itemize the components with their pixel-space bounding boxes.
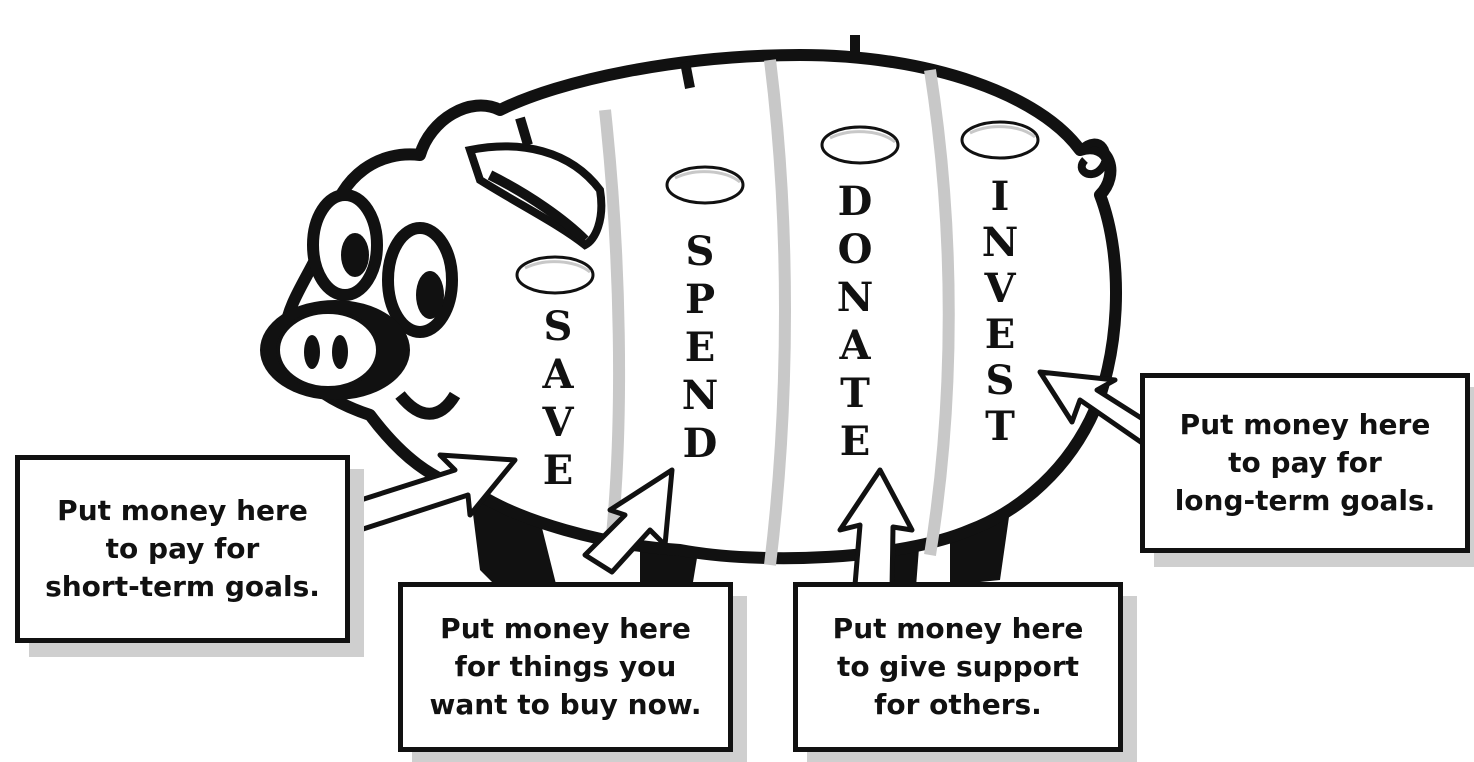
callout-save: Put money here to pay for short-term goa…	[15, 455, 350, 643]
jar-letter: A	[838, 322, 871, 369]
jar-letter: N	[682, 372, 719, 419]
jar-letter: D	[838, 178, 873, 225]
callout-donate: Put money here to give support for other…	[793, 582, 1123, 752]
jar-letter: E	[685, 324, 716, 371]
jar-letter: E	[840, 418, 871, 465]
jar-letter: A	[541, 351, 574, 398]
jar-letter: N	[837, 274, 874, 321]
jar-letter: D	[683, 420, 718, 467]
callout-save-text: Put money here to pay for short-term goa…	[45, 492, 320, 606]
callout-invest-text: Put money here to pay for long-term goal…	[1175, 406, 1436, 520]
jar-letter: V	[541, 399, 574, 446]
callout-donate-text: Put money here to give support for other…	[833, 610, 1084, 724]
jar-letter: P	[685, 276, 715, 323]
jar-letter: N	[982, 219, 1019, 266]
callout-invest: Put money here to pay for long-term goal…	[1140, 373, 1470, 553]
jar-letter: S	[986, 357, 1015, 404]
jar-letter: S	[544, 303, 573, 350]
jar-letter: I	[991, 173, 1010, 220]
callout-spend-text: Put money here for things you want to bu…	[429, 610, 701, 724]
jar-letter: E	[985, 311, 1016, 358]
pig-snout	[260, 300, 410, 400]
jar-letter: E	[543, 447, 574, 494]
callout-spend: Put money here for things you want to bu…	[398, 582, 733, 752]
jar-letter: S	[686, 228, 715, 275]
jar-letter: V	[983, 265, 1016, 312]
jar-letter: O	[838, 226, 873, 273]
jar-letter: T	[985, 403, 1015, 450]
jar-letter: T	[840, 370, 870, 417]
